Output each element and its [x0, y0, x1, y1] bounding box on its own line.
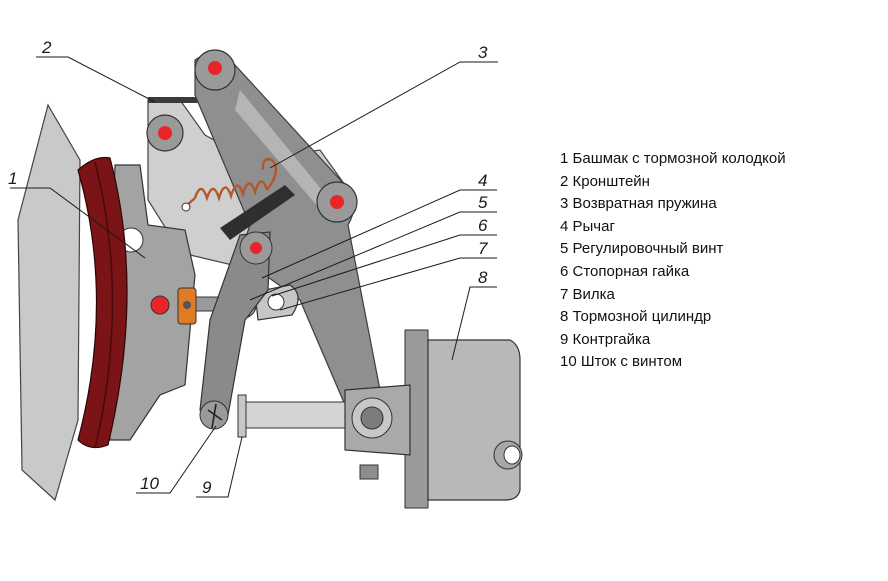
legend-item-4: 4 Рычаг	[560, 217, 615, 235]
legend-item-9: 9 Контргайка	[560, 330, 651, 348]
leader-8	[451, 286, 497, 361]
legend-item-10: 10 Шток с винтом	[560, 353, 683, 371]
pivot-pin-right	[330, 195, 344, 209]
pivot-pin-left	[158, 126, 172, 140]
pivot-pin-top	[208, 61, 222, 75]
leader-10	[136, 425, 217, 494]
callout-10: 10	[140, 474, 159, 493]
callout-3: 3	[478, 43, 488, 62]
lower-arm-pin	[250, 242, 262, 254]
leader-4	[261, 189, 497, 279]
cylinder-body	[427, 339, 521, 501]
clevis-bolt	[359, 464, 379, 480]
leader-7	[279, 257, 497, 311]
callout-9: 9	[202, 478, 212, 497]
brake-drum	[17, 103, 81, 502]
legend-item-6: 6 Стопорная гайка	[560, 262, 690, 280]
piston-rod	[245, 401, 357, 429]
callout-8: 8	[478, 268, 488, 287]
leader-1	[10, 187, 146, 259]
brake-lining	[77, 156, 128, 449]
leader-9	[196, 436, 243, 498]
leader-2	[36, 56, 156, 103]
legend-item-5: 5 Регулировочный винт	[560, 240, 724, 258]
parts-legend: 1 Башмак с тормозной колодкой 2 Кронштей…	[560, 148, 786, 374]
legend-item-7: 7 Вилка	[560, 285, 615, 303]
callout-2: 2	[41, 38, 52, 57]
leader-3	[269, 61, 498, 169]
callout-5: 5	[478, 193, 488, 212]
fork-hole	[267, 293, 285, 311]
spring-stop-plate	[220, 185, 295, 240]
callout-6: 6	[478, 216, 488, 235]
callout-7: 7	[478, 239, 488, 258]
legend-item-3: 3 Возвратная пружина	[560, 195, 717, 213]
leader-6	[271, 234, 497, 297]
lever-highlight	[235, 90, 330, 215]
spring-anchor	[181, 202, 191, 212]
leader-lines	[10, 56, 498, 498]
callout-1: 1	[8, 169, 17, 188]
brake-lining-edge	[94, 161, 114, 449]
legend-item-1: 1 Башмак с тормозной колодкой	[560, 150, 786, 167]
clevis-pin	[360, 406, 384, 430]
rod-end-pin	[207, 403, 223, 429]
shoe-adjust-screw	[183, 301, 191, 309]
legend-item-8: 8 Тормозной цилиндр	[560, 308, 712, 326]
legend-item-2: 2 Кронштейн	[560, 172, 650, 190]
counter-nut	[237, 394, 247, 438]
cylinder-port-hole	[503, 445, 521, 465]
callout-4: 4	[478, 171, 487, 190]
shoe-pin	[150, 295, 170, 315]
leader-5	[249, 211, 497, 301]
